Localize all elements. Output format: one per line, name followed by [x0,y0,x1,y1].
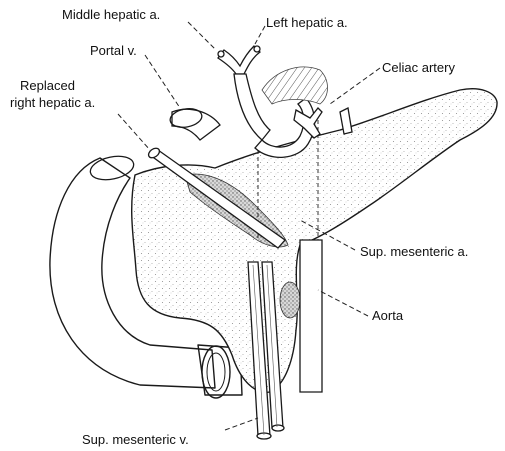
portal-vein [169,106,220,140]
label-sup-mesenteric-artery: Sup. mesenteric a. [360,244,468,259]
label-replaced-right-hepatic-line2: right hepatic a. [10,95,95,110]
label-middle-hepatic-artery: Middle hepatic a. [62,7,160,22]
label-portal-vein: Portal v. [90,43,137,58]
label-replaced-right-hepatic-line1: Replaced [20,78,75,93]
label-celiac-artery: Celiac artery [382,60,455,75]
label-sup-mesenteric-vein: Sup. mesenteric v. [82,432,189,447]
label-left-hepatic-artery: Left hepatic a. [266,15,348,30]
diaphragm-crus [262,67,328,104]
label-aorta: Aorta [372,308,404,323]
